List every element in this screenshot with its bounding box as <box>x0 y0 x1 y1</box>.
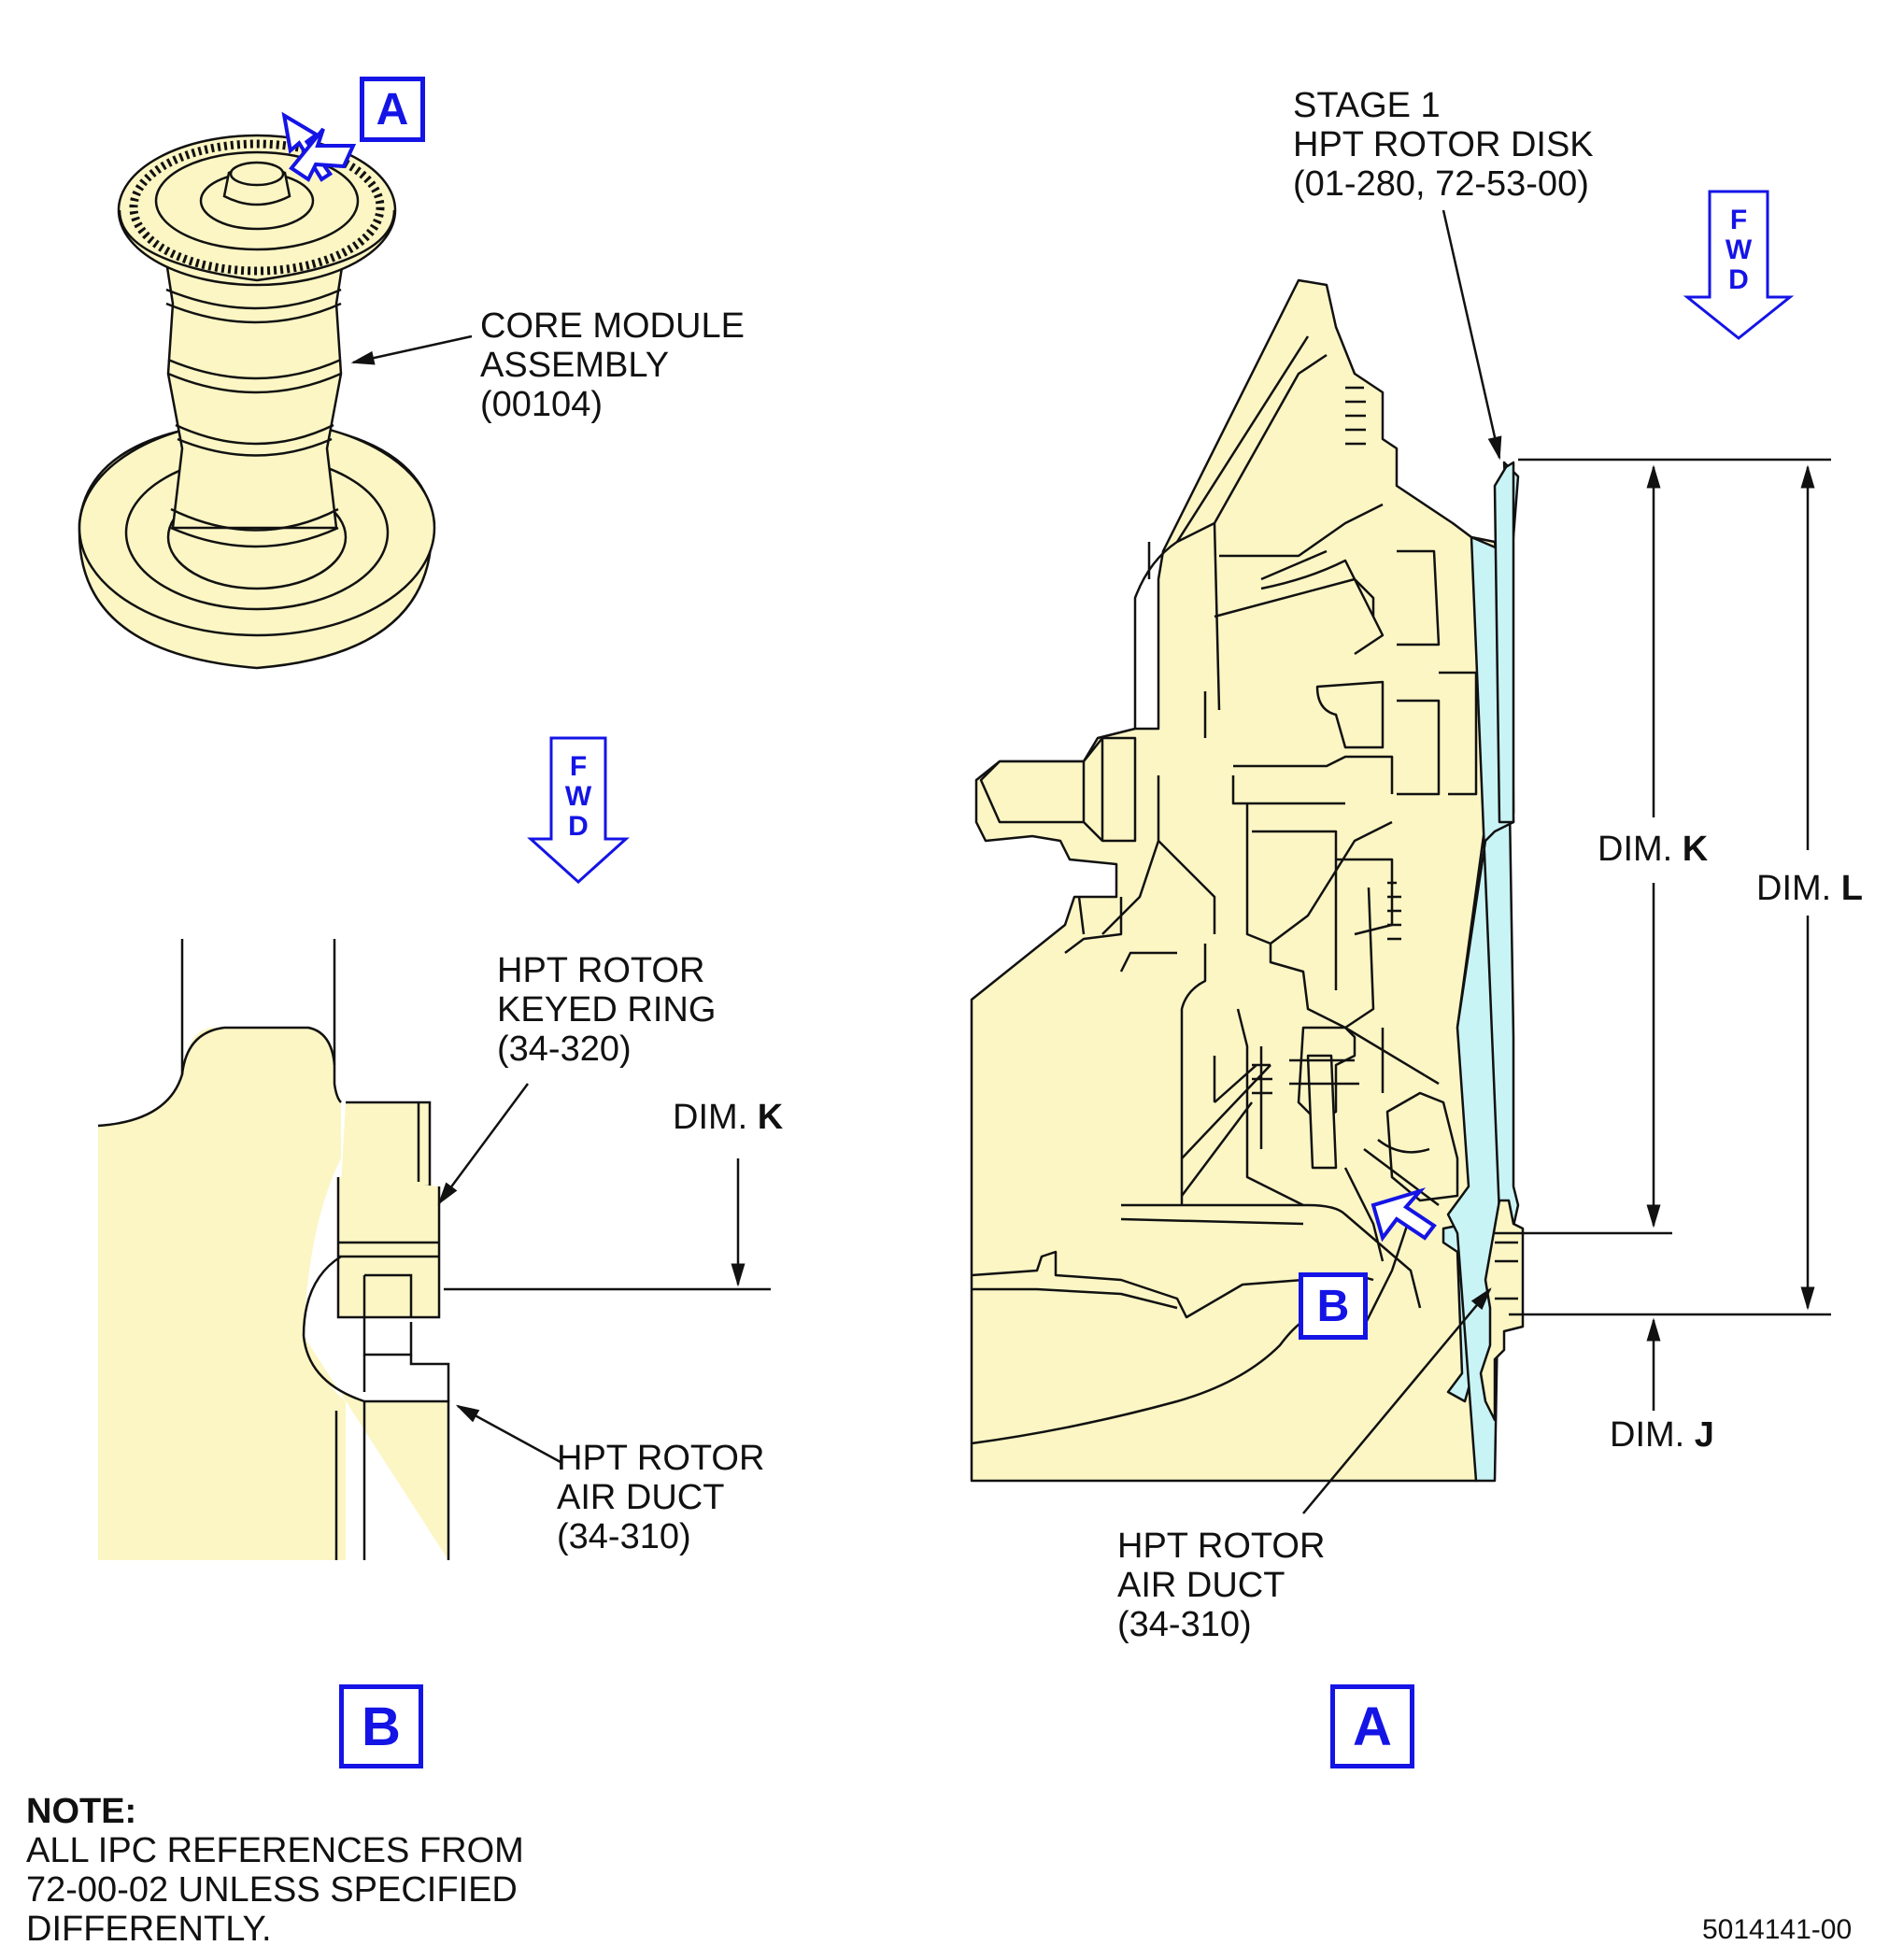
view-ref-a-top: A <box>360 77 425 142</box>
label-hpt-rotor-keyed-ring: HPT ROTOR KEYED RING (34-320) <box>497 951 717 1069</box>
fwd-right-letter-2: W <box>1726 234 1753 265</box>
dim-k-label-detail-b: DIM. K <box>673 1098 784 1137</box>
dim-j-label: DIM. J <box>1610 1415 1714 1455</box>
label-hpt-rotor-air-duct-b: HPT ROTOR AIR DUCT (34-310) <box>557 1439 765 1556</box>
figure-id: 5014141-00 <box>1702 1914 1853 1945</box>
view-b-pointer-arrow <box>1371 1187 1437 1243</box>
core-module-illustration <box>78 134 436 670</box>
dim-k-label-detail-a: DIM. K <box>1598 830 1709 869</box>
dim-l-label: DIM. L <box>1756 869 1863 908</box>
fwd-left-letter-3: D <box>568 811 589 842</box>
note-heading: NOTE: <box>26 1792 137 1831</box>
fwd-arrow-right <box>1683 190 1795 340</box>
fwd-right-letter-3: D <box>1728 264 1749 295</box>
fwd-right-letter-1: F <box>1730 205 1747 235</box>
fwd-arrow-left <box>527 736 630 885</box>
view-ref-a-title: A <box>1330 1684 1414 1768</box>
fwd-left-letter-1: F <box>570 751 587 782</box>
label-hpt-rotor-air-duct-a: HPT ROTOR AIR DUCT (34-310) <box>1117 1527 1326 1644</box>
note-block: NOTE: ALL IPC REFERENCES FROM 72-00-02 U… <box>26 1792 524 1949</box>
view-ref-b-title: B <box>339 1684 423 1768</box>
detail-a-section <box>970 278 1525 1483</box>
view-ref-b-mid: B <box>1299 1272 1368 1340</box>
label-stage1-hpt-rotor-disk: STAGE 1 HPT ROTOR DISK (01-280, 72-53-00… <box>1293 86 1594 204</box>
label-core-module-assembly: CORE MODULE ASSEMBLY (00104) <box>480 306 745 424</box>
fwd-left-letter-2: W <box>565 781 592 812</box>
dimension-lines <box>1495 458 1831 1411</box>
detail-b-section <box>97 939 450 1560</box>
